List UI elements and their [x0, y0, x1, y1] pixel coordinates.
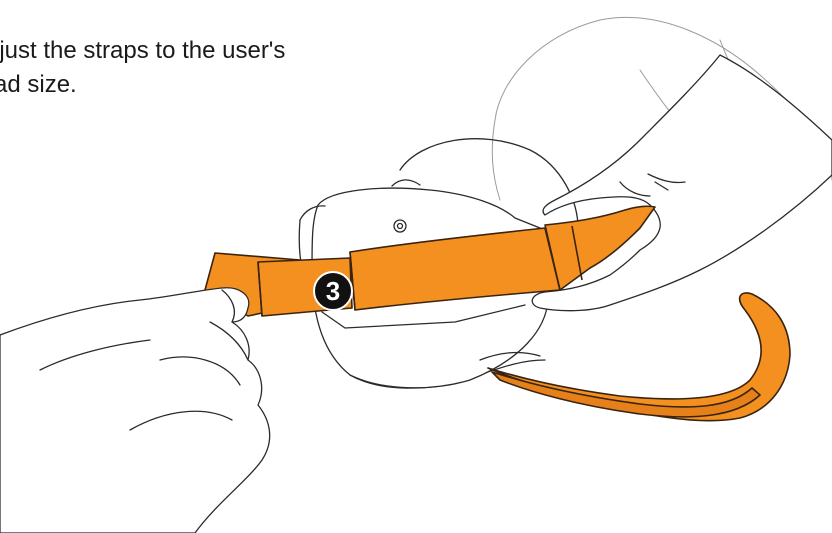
- step-number: 3: [326, 276, 340, 306]
- step-badge: 3: [314, 272, 352, 310]
- left-hand: [0, 288, 270, 533]
